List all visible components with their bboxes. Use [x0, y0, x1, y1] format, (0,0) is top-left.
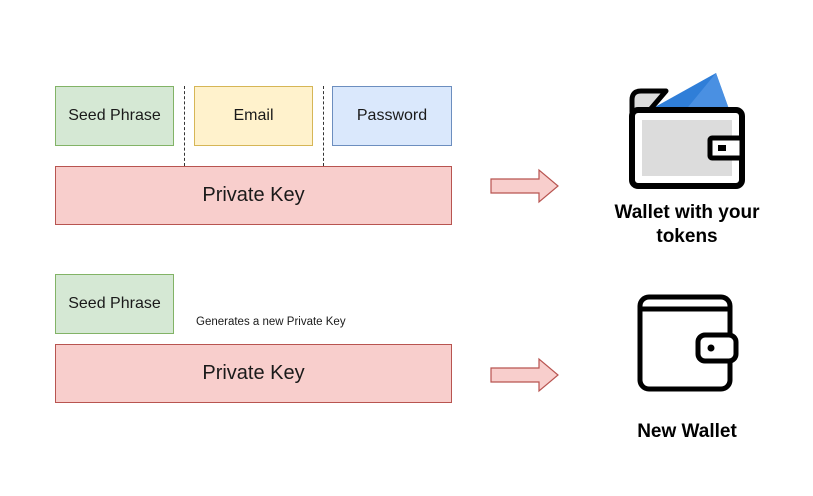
- generates-note: Generates a new Private Key: [196, 316, 346, 328]
- email-label: Email: [233, 107, 274, 124]
- seed-phrase-box: Seed Phrase: [55, 274, 174, 334]
- seed-phrase-label: Seed Phrase: [68, 295, 161, 312]
- email-box: Email: [194, 86, 313, 146]
- private-key-box: Private Key: [55, 166, 452, 225]
- arrow-right-icon: [490, 168, 559, 204]
- seed-phrase-label: Seed Phrase: [68, 107, 161, 124]
- password-box: Password: [332, 86, 452, 146]
- wallet-caption-line1: Wallet with your: [614, 202, 760, 223]
- new-wallet-caption-text: New Wallet: [637, 421, 737, 442]
- private-key-label: Private Key: [202, 362, 305, 384]
- wallet-caption-line2: tokens: [656, 226, 718, 247]
- arrow-right-icon: [490, 357, 559, 393]
- divider-dashed: [184, 86, 185, 166]
- wallet-with-card-icon: [629, 73, 745, 189]
- password-label: Password: [356, 107, 428, 124]
- private-key-box: Private Key: [55, 344, 452, 403]
- seed-phrase-box: Seed Phrase: [55, 86, 174, 146]
- divider-dashed: [323, 86, 324, 166]
- wallet-caption: Wallet with your tokens: [583, 201, 791, 249]
- private-key-label: Private Key: [202, 184, 305, 206]
- empty-wallet-icon: [637, 294, 739, 392]
- new-wallet-caption: New Wallet: [583, 420, 791, 444]
